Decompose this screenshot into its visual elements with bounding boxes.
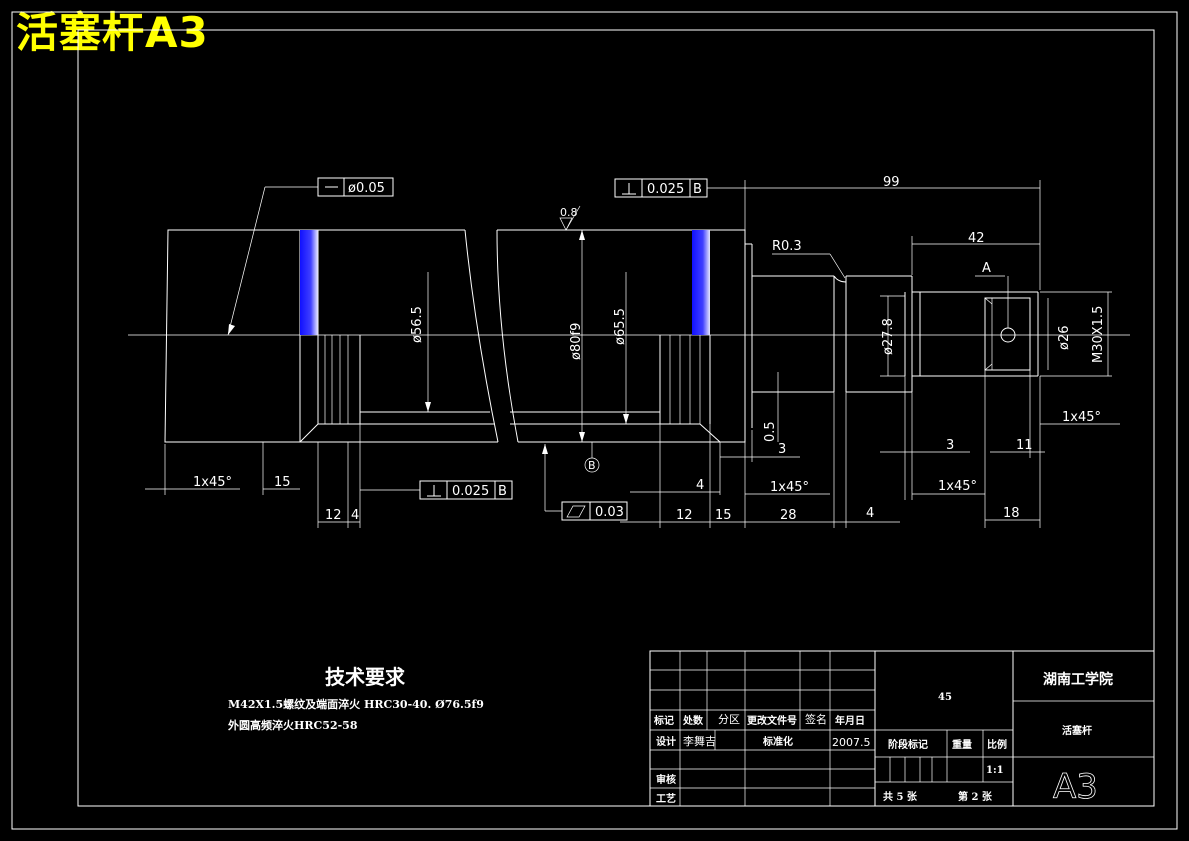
tb-process: 工艺 [656,792,676,805]
tb-scale-label: 比例 [987,738,1007,751]
roughness-value: 0.8 [560,206,578,219]
tb-stage: 阶段标记 [888,738,928,751]
tb-part: 活塞杆 [1062,724,1092,737]
tb-review: 审核 [656,773,676,786]
tol-perp-bottom-value: 0.025 [452,484,489,499]
dim-12-a: 12 [325,508,342,523]
dim-d26: ø26 [1057,326,1072,351]
dim-3-b: 3 [946,438,954,453]
tech-line-1: M42X1.5螺纹及端面淬火 HRC30-40. Ø76.5f9 [228,697,484,711]
inner-frame [77,29,1155,807]
tb-design: 设计 [656,735,676,748]
dim-d56-5: ø56.5 [410,306,425,343]
dim-11: 11 [1016,438,1033,453]
tol-perp-top: 0.025 B [614,178,745,198]
part-outline [164,229,1039,443]
tb-std: 标准化 [762,735,793,748]
tb-weight: 重量 [952,738,972,751]
top-dims: 99 42 R0.3 A 0.8 [559,175,1041,328]
datum-b-label: B [588,459,596,472]
tb-school: 湖南工学院 [1043,671,1113,688]
tech-requirements: 技术要求 M42X1.5螺纹及端面淬火 HRC30-40. Ø76.5f9 外圆… [227,665,484,732]
dim-0-5: 0.5 [763,421,778,442]
tb-designer: 李舞吉 [683,734,716,748]
tech-line-2: 外圆高频淬火HRC52-58 [227,718,358,732]
tb-material: 45 [938,692,952,703]
dim-1x45-c: 1x45° [938,479,977,494]
tech-heading: 技术要求 [325,665,406,689]
tol-cylindricity: 0.03 [542,444,628,521]
tb-hdr-3: 更改文件号 [747,714,797,727]
dim-4-c: 4 [696,478,704,493]
dim-12-b: 12 [676,508,693,523]
tol-cyl-value: 0.03 [595,505,624,520]
dim-4-b: 4 [866,506,874,521]
dim-3-a: 3 [778,442,786,457]
hardened-band-right [692,230,710,335]
tb-scale: 1:1 [986,765,1004,776]
tol-perp-bottom-datum: B [498,484,507,499]
dim-r0-3: R0.3 [772,239,802,254]
hardened-band-left [300,230,318,335]
dim-1x45-b: 1x45° [770,480,809,495]
tb-hdr-0: 标记 [653,714,674,727]
tol-straightness: ø0.05 [227,177,394,336]
tb-date: 2007.5 [832,736,871,749]
tb-hdr-5: 年月日 [835,714,865,727]
tb-sheets: 共 5 张 [883,790,918,803]
dim-1x45-d: 1x45° [1062,410,1101,425]
tb-format: A3 [1053,767,1098,807]
datum-a-label: A [982,261,991,276]
dim-99: 99 [883,175,900,190]
tol-perp-bottom: 0.025 B [360,480,513,500]
title-block: 标记 处数 分区 更改文件号 签名 年月日 设计 李舞吉 标准化 2007.5 … [649,650,1155,807]
dim-28: 28 [780,508,797,523]
tol-straightness-value: ø0.05 [348,181,385,196]
dim-15-b: 15 [715,508,732,523]
dim-42: 42 [968,231,985,246]
tb-hdr-2: 分区 [718,713,740,726]
dim-1x45-a: 1x45° [193,475,232,490]
dim-15-a: 15 [274,475,291,490]
bottom-dims: 1x45° 15 12 4 12 15 28 4 4 1x45° 3 0.5 3 [145,370,1120,528]
tb-hdr-4: 签名 [805,712,827,726]
tol-perp-top-value: 0.025 [647,182,684,197]
dim-d65-5: ø65.5 [613,308,628,345]
dim-d80f9: ø80f9 [569,323,584,360]
datum-b: B [584,441,600,473]
outer-frame [11,11,1178,830]
dim-4-a: 4 [351,508,359,523]
diameter-dims: ø56.5 ø80f9 ø65.5 ø27.8 ø26 M30X1.5 [410,230,1112,442]
dim-18: 18 [1003,506,1020,521]
tol-perp-top-datum: B [693,182,702,197]
tb-sheet: 第 2 张 [958,790,993,803]
dim-d27-8: ø27.8 [881,318,896,355]
dim-m30: M30X1.5 [1091,306,1106,363]
tb-hdr-1: 处数 [682,714,704,727]
drawing-title: 活塞杆A3 [16,8,209,57]
